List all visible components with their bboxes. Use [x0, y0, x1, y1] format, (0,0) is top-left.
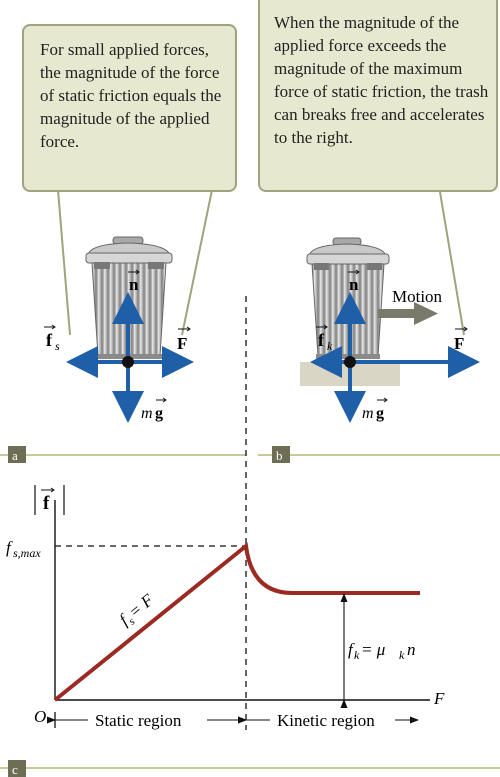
svg-text:m: m: [362, 405, 374, 422]
static-region-label: Static region: [95, 711, 182, 730]
svg-text:s: s: [127, 616, 138, 628]
fsmax-label: f s,max: [6, 538, 41, 560]
label-mg-b: m g: [362, 397, 388, 422]
label-fk-b: f k: [316, 324, 333, 353]
svg-text:g: g: [155, 405, 163, 422]
svg-text:n: n: [129, 275, 139, 294]
svg-text:f: f: [6, 538, 13, 557]
svg-text:k: k: [399, 648, 405, 662]
svg-text:f: f: [348, 640, 355, 659]
panel-separator-ab: a b: [0, 446, 500, 463]
x-axis-label: F: [433, 689, 445, 708]
callout-static-friction: For small applied forces, the magnitude …: [22, 24, 237, 192]
label-n-a: n: [128, 269, 140, 294]
tag-a: [8, 446, 26, 463]
svg-text:k: k: [327, 339, 333, 353]
tag-c-label: c: [12, 762, 18, 777]
callout-static-text: For small applied forces, the magnitude …: [40, 40, 222, 151]
origin-label: O: [34, 707, 46, 726]
callout-kinetic-friction: When the magnitude of the applied force …: [258, 0, 498, 192]
svg-text:m: m: [141, 405, 153, 422]
panel-b: Motion f k n F m: [300, 237, 480, 423]
tag-a-label: a: [12, 448, 18, 463]
svg-text:s: s: [55, 339, 60, 353]
svg-text:= μ: = μ: [361, 640, 385, 659]
label-mg-a: m g: [141, 397, 167, 422]
callout-a-leaders: [57, 189, 213, 336]
svg-text:k: k: [354, 648, 360, 662]
static-region-span: Static region: [47, 711, 247, 730]
tag-b: [272, 446, 290, 463]
motion-arrow: [378, 302, 438, 325]
svg-text:f: f: [318, 330, 325, 350]
svg-text:n: n: [349, 275, 359, 294]
label-F-b: F: [454, 326, 468, 353]
panel-a: f s n F m g: [44, 236, 194, 423]
friction-graph: f f s,max f s = F f k = μ k n F: [6, 485, 445, 730]
svg-text:F: F: [177, 334, 187, 353]
kinetic-region-span: Kinetic region: [238, 711, 419, 730]
svg-text:f: f: [46, 330, 53, 350]
label-n-b: n: [348, 269, 360, 294]
contact-point-a: [122, 356, 134, 368]
tag-c: [8, 760, 26, 777]
tag-b-label: b: [276, 448, 283, 463]
svg-text:F: F: [454, 334, 464, 353]
svg-text:n: n: [407, 640, 416, 659]
callout-kinetic-text: When the magnitude of the applied force …: [274, 13, 489, 147]
y-axis-label: f: [34, 485, 65, 515]
label-F-a: F: [177, 326, 191, 353]
label-fs-a: f s: [44, 324, 60, 353]
contact-point-b: [344, 356, 356, 368]
svg-text:s,max: s,max: [13, 546, 41, 560]
motion-label: Motion: [392, 287, 443, 306]
svg-text:f: f: [43, 493, 50, 514]
kinetic-region-label: Kinetic region: [277, 711, 375, 730]
callout-b-leader: [439, 191, 465, 336]
friction-curve: [53, 542, 420, 702]
panel-separator-c: c: [0, 760, 500, 777]
fs-equals-F-label: f s = F: [116, 590, 158, 629]
svg-text:g: g: [376, 405, 384, 422]
fk-label: f k = μ k n: [348, 640, 416, 662]
